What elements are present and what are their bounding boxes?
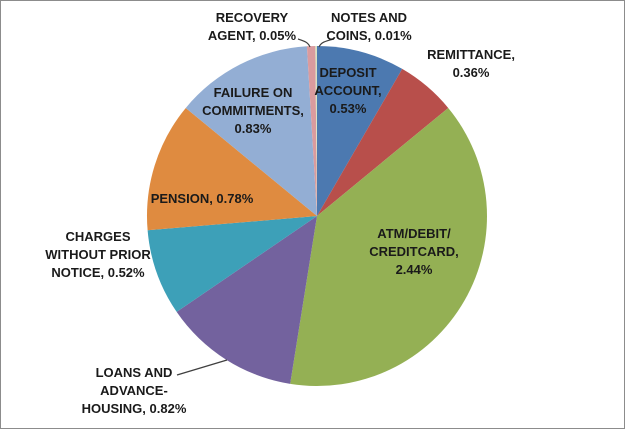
pie-slice-pension: [146, 107, 317, 231]
pie-slice-charges-without-prior-notice: [147, 216, 317, 312]
pie-slice-loans-and-advance-housing: [176, 216, 317, 384]
pie-slice-atm-debit-creditcard: [290, 107, 487, 387]
leader-line-recovery-agent: [297, 38, 311, 48]
leader-line-notes-and-coins: [318, 38, 335, 48]
pie-slice-notes-and-coins: [315, 46, 317, 216]
leader-line-loans-and-advance-housing: [176, 359, 228, 376]
pie-slice-failure-on-commitments: [185, 46, 317, 216]
pie-slice-remittance: [317, 68, 449, 216]
pie-slice-deposit-account: [317, 46, 403, 216]
pie-slice-recovery-agent: [306, 46, 317, 217]
pie-slices: [146, 46, 487, 387]
